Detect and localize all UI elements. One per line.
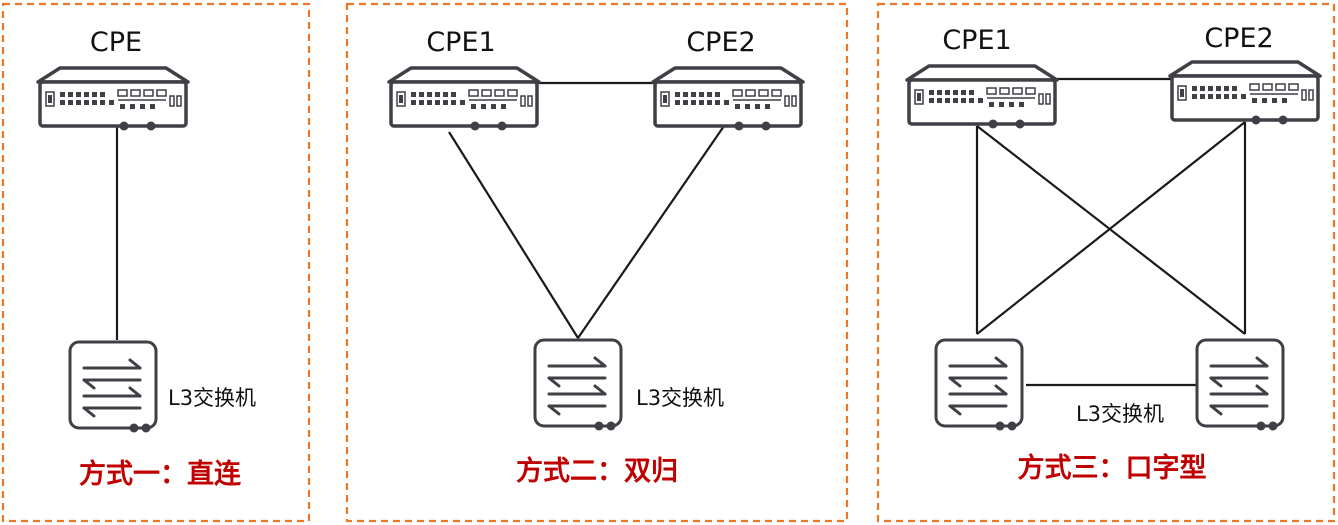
- device-label-cpe: CPE: [90, 27, 142, 58]
- l3-switch-icon: [533, 338, 623, 432]
- l3-switch-icon: [68, 340, 158, 434]
- panel-dual-homing: CPE1 CPE2 L3交换机 方式二：双归: [345, 2, 849, 523]
- panel-frame: [876, 2, 1336, 523]
- panel-caption: 方式二：双归: [516, 455, 678, 487]
- cpe-router-icon: [905, 64, 1059, 131]
- cpe-router-icon: [651, 66, 805, 133]
- switch-label: L3交换机: [636, 386, 724, 410]
- device-label-cpe2: CPE2: [1204, 23, 1273, 54]
- link-cpe1-switch: [448, 131, 579, 339]
- cpe-router-icon: [1168, 60, 1322, 127]
- device-label-cpe1: CPE1: [426, 27, 495, 58]
- cpe-router-icon: [387, 66, 541, 133]
- link-cpe2-switch1: [976, 121, 1246, 335]
- device-label-cpe2: CPE2: [686, 27, 755, 58]
- switch-label: L3交换机: [1076, 402, 1164, 426]
- link-cpe1-switch2: [976, 125, 1246, 335]
- l3-switch-icon: [1195, 338, 1285, 432]
- cpe-router-icon: [36, 66, 190, 133]
- panel-caption: 方式一：直连: [79, 458, 242, 490]
- l3-switch-icon: [934, 338, 1024, 432]
- device-label-cpe1: CPE1: [942, 25, 1011, 56]
- switch-label: L3交换机: [168, 386, 256, 410]
- link-cpe2-switch: [577, 125, 725, 339]
- panel-caption: 方式三：口字型: [1018, 452, 1207, 484]
- panel-frame: [345, 2, 849, 523]
- panel-direct: CPE L3交换机 方式一：直连: [1, 2, 311, 523]
- panel-square: CPE1 CPE2 L3交换机 方式三：口字型: [876, 2, 1336, 523]
- panel-frame: [1, 2, 311, 523]
